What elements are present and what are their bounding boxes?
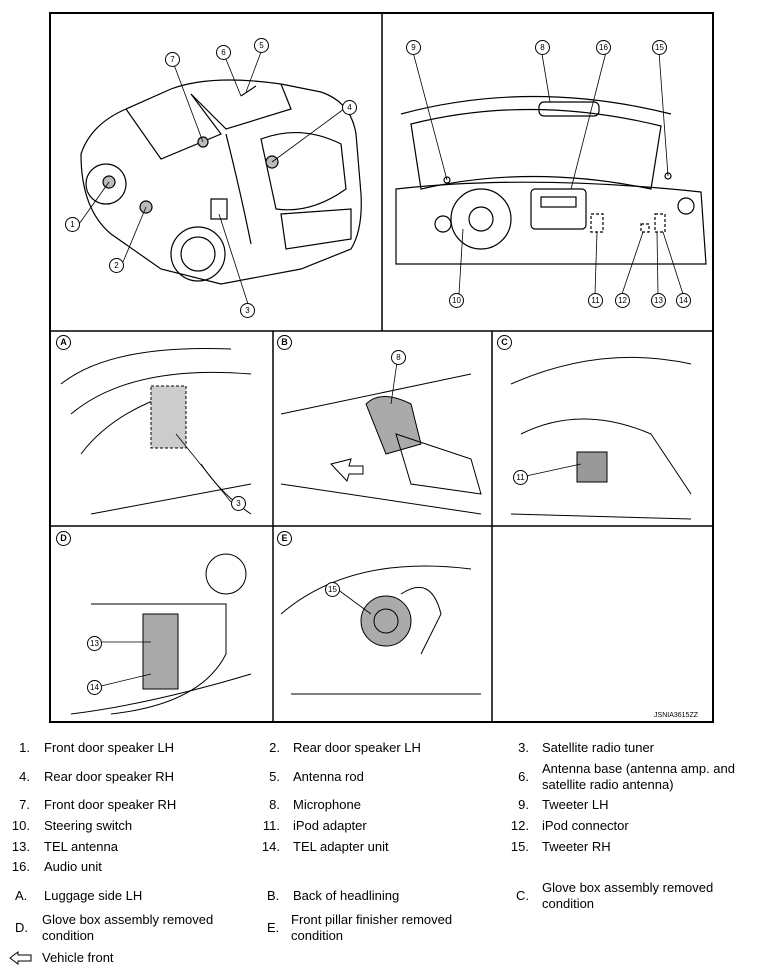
callout-5: 5 xyxy=(254,38,269,53)
legend-text: Front door speaker LH xyxy=(44,740,175,755)
legend-text: Front pillar finisher removed condition xyxy=(291,912,453,943)
legend-num: 4. xyxy=(19,769,30,784)
callout-1: 1 xyxy=(65,217,80,232)
legend-num: 11. xyxy=(262,818,280,833)
callout-3: 3 xyxy=(240,303,255,318)
panel-a-callout-3: 3 xyxy=(231,496,246,511)
legend-text: Glove box assembly removed condition xyxy=(42,912,214,943)
legend-text: Satellite radio tuner xyxy=(542,740,655,755)
vehicle-front-arrow-icon xyxy=(9,951,32,965)
panel-b-drawing xyxy=(280,373,482,515)
callout-16: 16 xyxy=(596,40,611,55)
legend-num: 16. xyxy=(11,859,30,874)
car-exterior-drawing xyxy=(80,79,362,285)
panel-d-drawing xyxy=(70,553,252,715)
callout-4: 4 xyxy=(342,100,357,115)
callout-9: 9 xyxy=(406,40,421,55)
panel-c-drawing xyxy=(510,356,692,520)
legend-text: Back of headlining xyxy=(293,888,400,903)
legend-num: 2. xyxy=(269,740,280,755)
legend-num: D. xyxy=(15,920,28,935)
legend-text: Microphone xyxy=(293,797,361,812)
legend-num: 8. xyxy=(269,797,280,812)
legend-text: Vehicle front xyxy=(42,950,114,965)
legend-text: Tweeter LH xyxy=(542,797,609,812)
dashboard-drawing xyxy=(395,95,707,265)
parts-location-figure: 1 2 3 4 5 6 7 8 9 10 11 12 13 14 15 16 A… xyxy=(49,12,714,723)
legend-num: 10. xyxy=(11,818,30,833)
legend-num: E. xyxy=(267,920,280,935)
legend-text: iPod adapter xyxy=(293,818,367,833)
panel-letter-c: C xyxy=(497,335,512,350)
panel-letter-d: D xyxy=(56,531,71,546)
callout-15: 15 xyxy=(652,40,667,55)
callout-14: 14 xyxy=(676,293,691,308)
legend-text: Front door speaker RH xyxy=(44,797,177,812)
callout-13: 13 xyxy=(651,293,666,308)
legend-text: TEL antenna xyxy=(44,839,118,854)
legend-text: Antenna rod xyxy=(293,769,364,784)
panel-letter-e: E xyxy=(277,531,292,546)
legend-num: 15. xyxy=(510,839,529,854)
panel-d-callout-13: 13 xyxy=(87,636,102,651)
panel-d-callout-14: 14 xyxy=(87,680,102,695)
legend-text: iPod connector xyxy=(542,818,629,833)
legend-num: 5. xyxy=(269,769,280,784)
legend-text: Tweeter RH xyxy=(542,839,611,854)
legend-num: 12. xyxy=(510,818,529,833)
callout-2: 2 xyxy=(109,258,124,273)
figure-id: JSNIA3615ZZ xyxy=(654,712,698,719)
callout-11: 11 xyxy=(588,293,603,308)
legend-num: 14. xyxy=(261,839,280,854)
callout-12: 12 xyxy=(615,293,630,308)
legend-text: Rear door speaker LH xyxy=(293,740,421,755)
legend-num: B. xyxy=(267,888,280,903)
panel-c-callout-11: 11 xyxy=(513,470,528,485)
legend-num: 1. xyxy=(19,740,30,755)
legend-text: Luggage side LH xyxy=(44,888,143,903)
callout-6: 6 xyxy=(216,45,231,60)
figure-drawing xyxy=(51,14,712,721)
legend-text: TEL adapter unit xyxy=(293,839,389,854)
legend-text: Glove box assembly removed condition xyxy=(542,880,714,911)
panel-e-drawing xyxy=(280,565,481,695)
legend-text: Audio unit xyxy=(44,859,102,874)
legend-text: Steering switch xyxy=(44,818,133,833)
callout-10: 10 xyxy=(449,293,464,308)
legend-num: 3. xyxy=(518,740,529,755)
legend-num: 13. xyxy=(11,839,30,854)
legend-text: Rear door speaker RH xyxy=(44,769,175,784)
legend-num: 6. xyxy=(518,769,529,784)
panel-letter-b: B xyxy=(277,335,292,350)
legend-num: A. xyxy=(15,888,28,903)
panel-a-drawing xyxy=(60,347,252,515)
legend-num: 7. xyxy=(19,797,30,812)
legend-num: 9. xyxy=(518,797,529,812)
callout-7: 7 xyxy=(165,52,180,67)
legend-num: C. xyxy=(516,888,529,903)
callout-8: 8 xyxy=(535,40,550,55)
panel-b-callout-8: 8 xyxy=(391,350,406,365)
legend-text: Antenna base (antenna amp. and satellite… xyxy=(542,761,735,792)
panel-e-callout-15: 15 xyxy=(325,582,340,597)
panel-letter-a: A xyxy=(56,335,71,350)
